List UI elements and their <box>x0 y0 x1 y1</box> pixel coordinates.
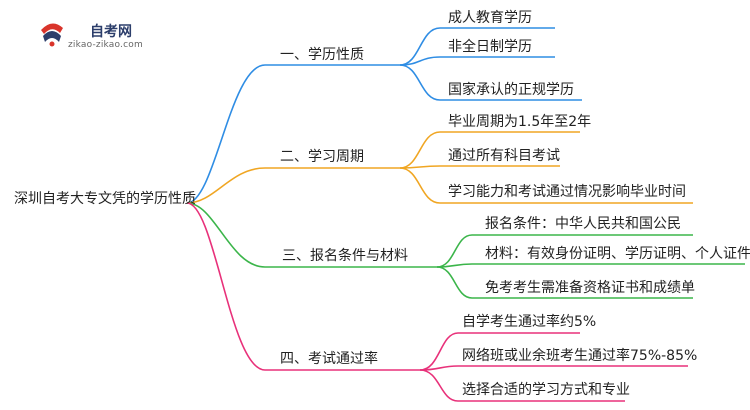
branch-2-child-2: 通过所有科目考试 <box>448 148 560 164</box>
branch-4-child-2: 网络班或业余班考生通过率75%-85% <box>462 348 698 364</box>
branch-2-child-2-line <box>399 165 560 169</box>
root-topic: 深圳自考大专文凭的学历性质 <box>14 191 196 207</box>
branch-2-child-1-line <box>399 131 580 169</box>
branch-3-child-3: 免考考生需准备资格证书和成绩单 <box>485 280 695 296</box>
branch-1-child-2-line <box>399 56 555 66</box>
branch-1-child-3-line <box>399 64 582 101</box>
branch-4-child-1-line <box>419 332 580 371</box>
branch-3-child-2-line <box>436 263 745 268</box>
branch-4-label: 四、考试通过率 <box>280 351 378 367</box>
branch-4-child-3-line <box>419 369 625 402</box>
logo-badge-icon <box>41 23 63 47</box>
root-to-branch-2-line <box>186 167 400 204</box>
root-to-branch-3-line <box>186 202 437 268</box>
branch-1-child-2: 非全日制学历 <box>448 39 532 55</box>
logo-subtitle: zikao-zikao.com <box>68 40 143 50</box>
branch-2-child-3: 学习能力和考试通过情况影响毕业时间 <box>448 184 686 200</box>
branch-2-child-1: 毕业周期为1.5年至2年 <box>448 114 592 130</box>
root-to-branch-4-line <box>186 202 420 371</box>
branch-3-child-3-line <box>436 266 693 299</box>
branch-2-label: 二、学习周期 <box>280 149 364 165</box>
branch-1-child-1: 成人教育学历 <box>448 10 532 26</box>
branch-3-child-1-line <box>436 234 693 268</box>
branch-1-child-1-line <box>399 27 555 66</box>
branch-2-child-3-line <box>399 167 693 204</box>
branch-3-child-2: 材料：有效身份证明、学历证明、个人证件照 <box>485 246 750 262</box>
branch-4-child-2-line <box>419 365 688 371</box>
branch-3-label: 三、报名条件与材料 <box>282 248 408 264</box>
branch-1-label: 一、学历性质 <box>280 47 364 63</box>
branch-3-child-1: 报名条件：中华人民共和国公民 <box>485 216 681 232</box>
branch-4-child-3: 选择合适的学习方式和专业 <box>462 382 630 398</box>
root-to-branch-1-line <box>186 64 400 204</box>
branch-4-child-1: 自学考生通过率约5% <box>462 314 597 330</box>
branch-1-child-3: 国家承认的正规学历 <box>448 82 574 98</box>
site-logo[interactable]: 自考网 zikao-zikao.com <box>38 18 153 54</box>
logo-title: 自考网 <box>90 24 132 40</box>
